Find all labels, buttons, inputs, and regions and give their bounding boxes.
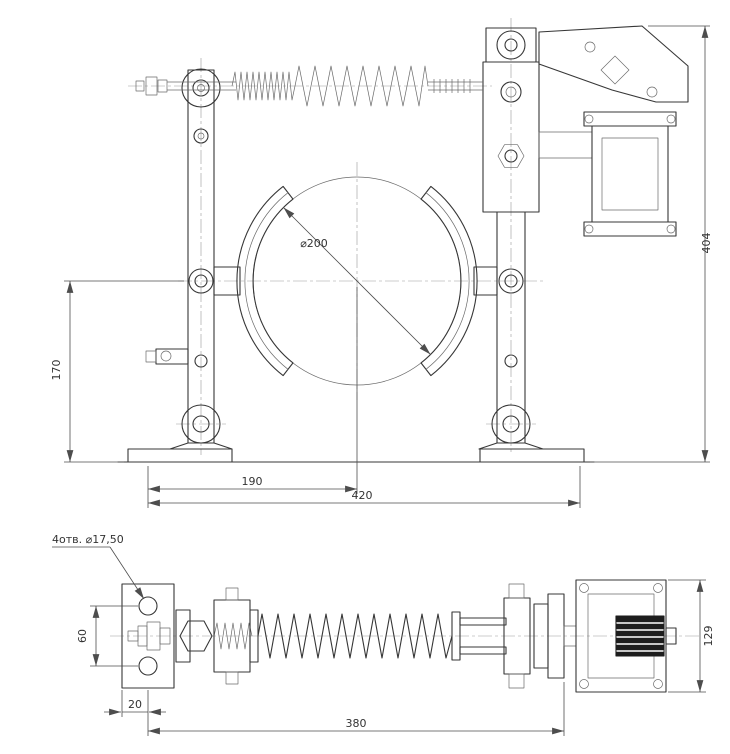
main-spring — [257, 613, 453, 659]
right-lever — [482, 27, 540, 444]
coil-core — [615, 615, 665, 657]
rod-and-nuts — [127, 587, 259, 685]
left-lever — [145, 68, 221, 444]
dim-thruster-width-label: 129 — [702, 626, 715, 647]
release-spring-assembly — [135, 65, 483, 107]
dim-base-width-label: 420 — [352, 489, 373, 502]
dimensions-front — [64, 25, 710, 508]
dim-overall-height-label: 404 — [700, 233, 713, 254]
dim-center-offset-label: 190 — [242, 475, 263, 488]
dimensions-plan — [52, 546, 706, 736]
anchor-plate — [121, 583, 175, 689]
thruster-plan — [563, 579, 677, 693]
dim-hole-spacing-label: 60 — [76, 629, 89, 643]
front-view: 404 170 ⌀200 190 420 — [50, 18, 713, 508]
holes-note-label: 4отв. ⌀17,50 — [52, 533, 124, 546]
dim-drum-diameter-label: ⌀200 — [300, 237, 328, 250]
dim-edge-offset-label: 20 — [128, 698, 142, 711]
centerlines-front — [128, 18, 544, 455]
dim-overall-length-label: 380 — [346, 717, 367, 730]
base — [117, 442, 595, 463]
electromagnet — [538, 25, 689, 237]
dim-pivot-height-label: 170 — [50, 360, 63, 381]
plan-view: 4отв. ⌀17,50 60 20 380 129 — [52, 533, 715, 736]
